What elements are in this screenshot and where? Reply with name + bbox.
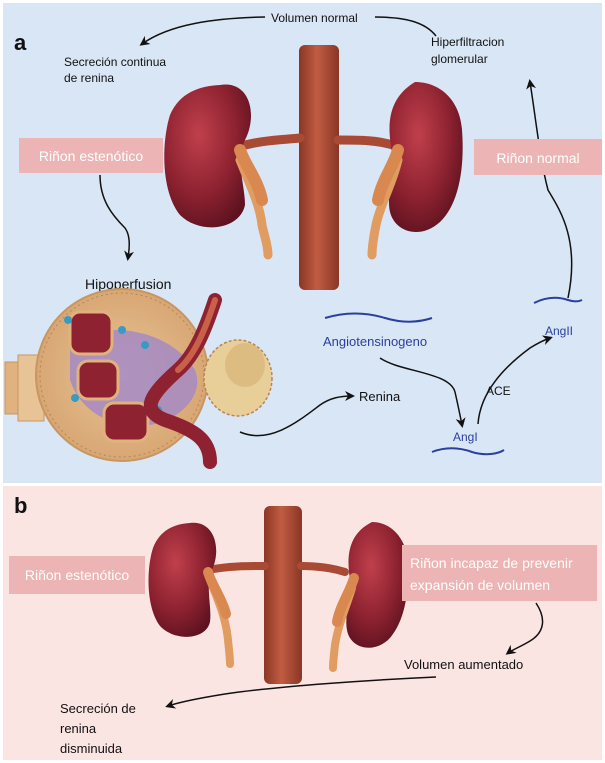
rinon-normal-label: Riñon normal (496, 150, 579, 166)
panel-b-background (3, 486, 602, 760)
ace-label: ACE (486, 384, 511, 398)
renina-label: Renina (359, 389, 401, 404)
panel-b-letter: b (14, 493, 27, 518)
hiperfiltracion-label-line2: glomerular (431, 52, 488, 66)
rinon-estenotico-label-b: Riñon estenótico (25, 567, 130, 583)
secrecion-disminuida-label-line1: Secreción de (60, 701, 136, 716)
panel-a-letter: a (14, 30, 27, 55)
hiperfiltracion-label-line1: Hiperfiltracion (431, 35, 504, 49)
angi-label: AngI (453, 430, 478, 444)
angiotensinogeno-label: Angiotensinogeno (323, 334, 427, 349)
secrecion-continua-label-line2: de renina (64, 71, 114, 85)
secrecion-disminuida-label-line3: disminuida (60, 741, 123, 756)
angii-label: AngII (545, 324, 573, 338)
volumen-normal-label: Volumen normal (271, 11, 358, 25)
secrecion-disminuida-label-line2: renina (60, 721, 97, 736)
rinon-incapaz-label-line2: expansión de volumen (410, 577, 550, 593)
volumen-aumentado-label: Volumen aumentado (404, 657, 523, 672)
rinon-incapaz-label-line1: Riñon incapaz de prevenir (410, 555, 573, 571)
rinon-estenotico-label-a: Riñon estenótico (39, 148, 144, 164)
secrecion-continua-label-line1: Secreción continua (64, 55, 166, 69)
